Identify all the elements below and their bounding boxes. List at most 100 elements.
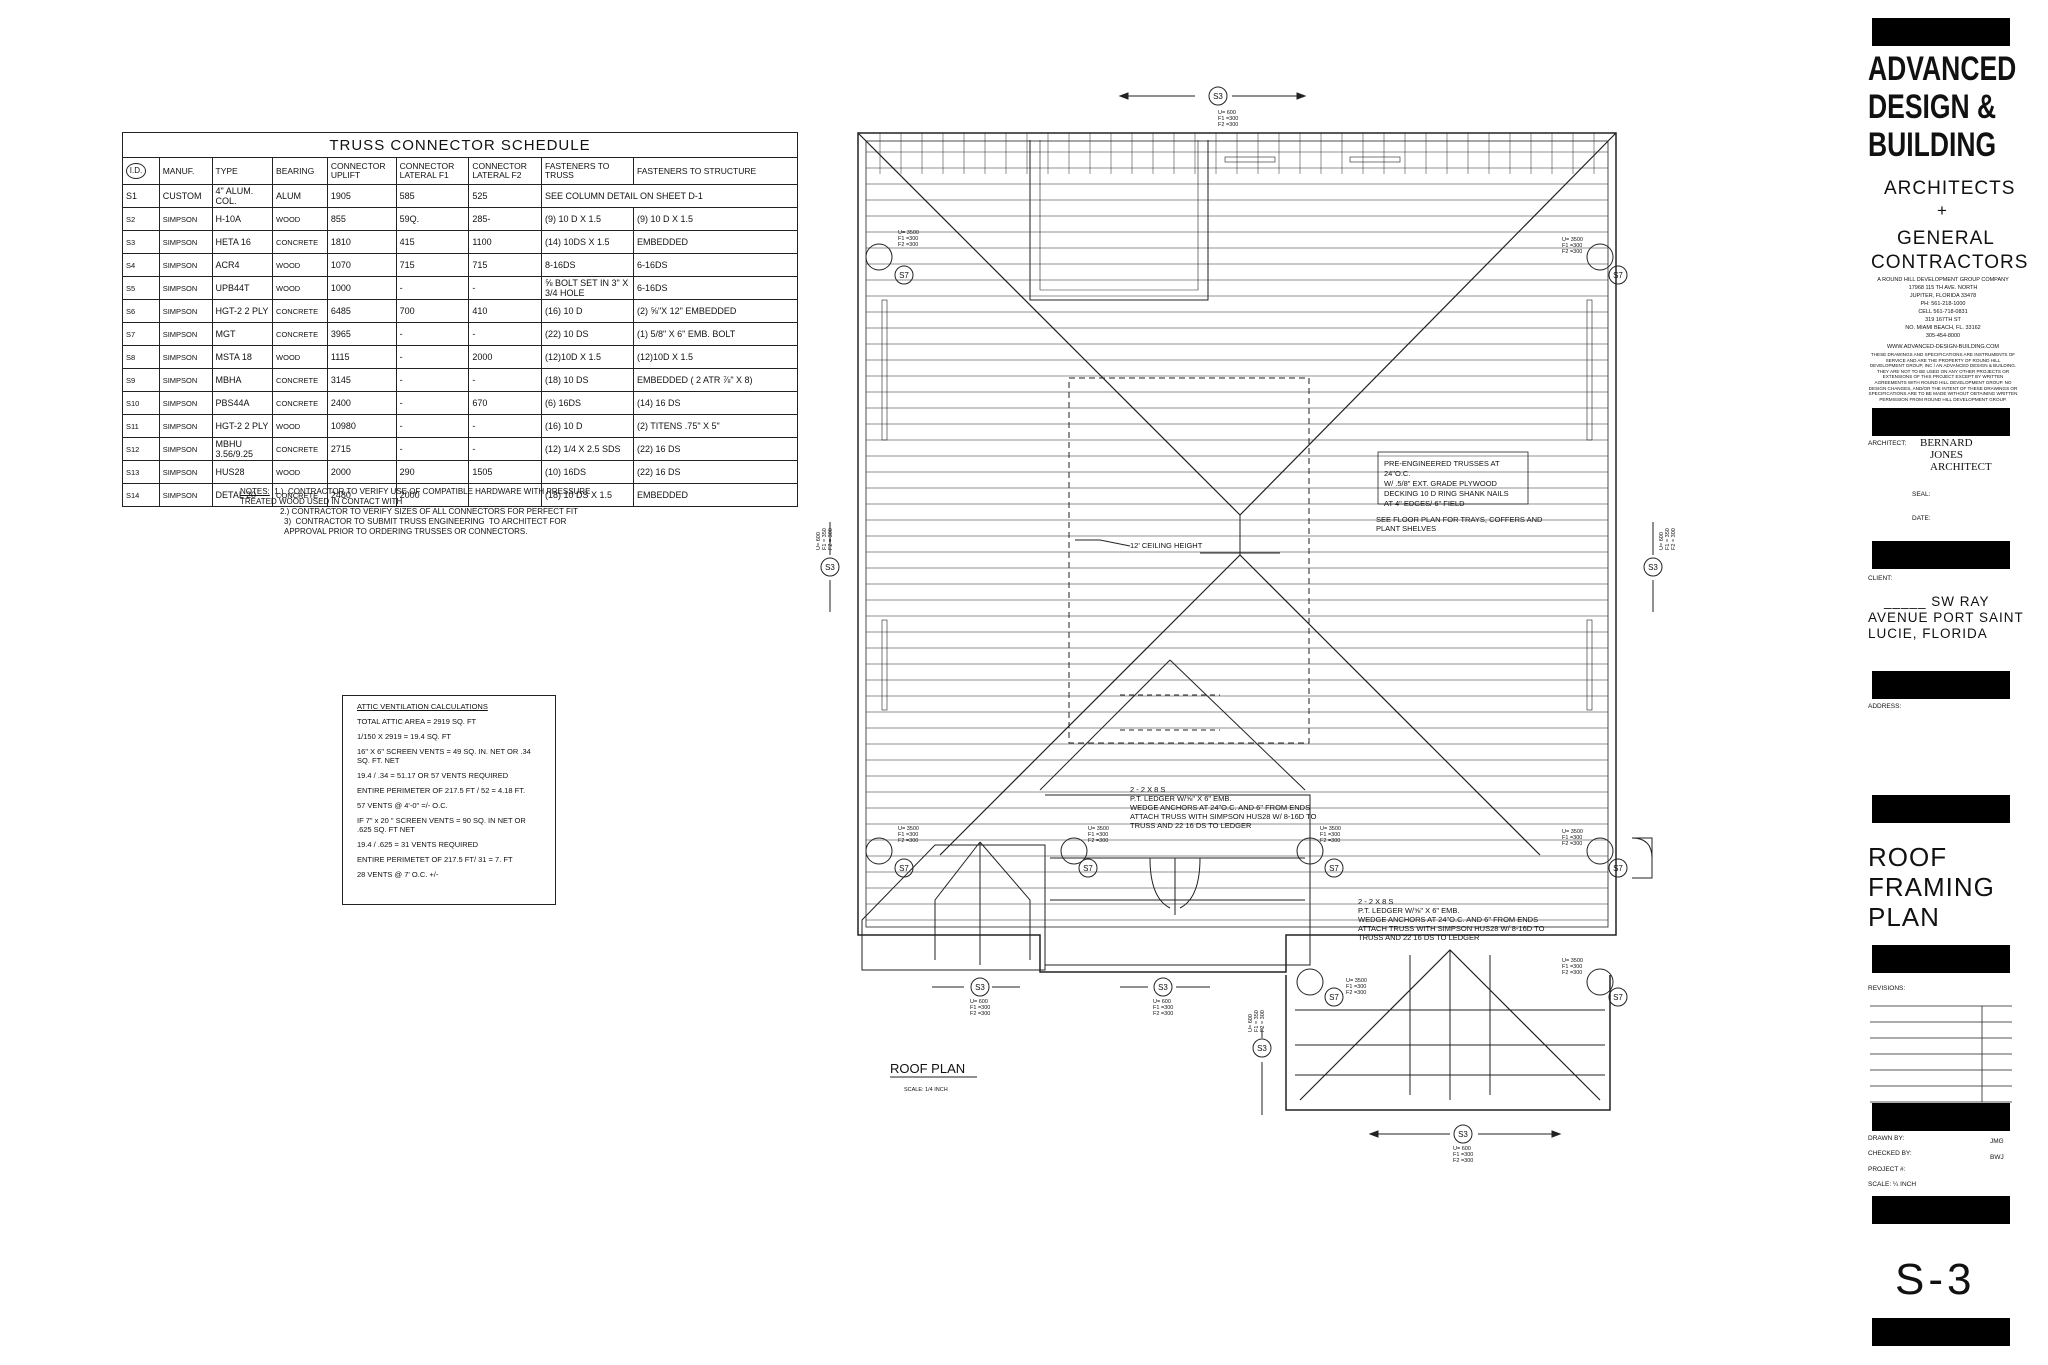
schedule-cell: S3 xyxy=(122,230,160,254)
schedule-cell: - xyxy=(395,345,470,369)
load-f2: F2 =300 xyxy=(1153,1011,1173,1017)
ledger-note-1: ATTACH TRUSS WITH SIMPSON HUS28 W/ 8-16D… xyxy=(1130,812,1317,821)
schedule-col-header: CONNECTOR LATERAL F2 xyxy=(468,157,542,185)
schedule-cell: CONCRETE xyxy=(272,299,328,323)
load-u: U= 3500 xyxy=(1562,958,1583,964)
schedule-cell: 3145 xyxy=(326,368,397,392)
sheet-title-line: FRAMING xyxy=(1868,872,1995,902)
ledger-note-2: ATTACH TRUSS WITH SIMPSON HUS28 W/ 8-16D… xyxy=(1358,924,1545,933)
ledger-note-1: TRUSS AND 22 16 DS TO LEDGER xyxy=(1130,821,1252,830)
load-u: U= 600 xyxy=(970,999,988,1005)
schedule-cell: WOOD xyxy=(272,414,328,438)
truss-note-l2: 24"O.C. xyxy=(1384,469,1410,478)
load-u: U= 600 xyxy=(816,532,822,550)
load-f2: F2 =300 xyxy=(898,838,918,844)
tag-s7: S7 xyxy=(1329,993,1339,1002)
note-1: 1.) CONTRACTOR TO VERIFY USE OF COMPATIB… xyxy=(274,487,591,496)
redaction-bar xyxy=(1872,1103,2010,1131)
client-line: _____ SW RAY xyxy=(1884,594,1990,609)
truss-note-l1: PRE-ENGINEERED TRUSSES AT xyxy=(1384,459,1500,468)
hip-line xyxy=(1239,554,1541,856)
redaction-bar xyxy=(1872,671,2010,699)
tag-s3: S3 xyxy=(975,983,985,992)
tag-s3: S3 xyxy=(1648,563,1658,572)
tag-s7: S7 xyxy=(1613,271,1623,280)
schedule-cell xyxy=(468,483,542,507)
tag-s3: S3 xyxy=(1257,1044,1267,1053)
schedule-cell: WOOD xyxy=(272,253,328,277)
load-f2: F2 =300 xyxy=(970,1011,990,1017)
load-u: U= 3500 xyxy=(1346,978,1367,984)
load-u: U= 3500 xyxy=(1088,826,1109,832)
schedule-title: TRUSS CONNECTOR SCHEDULE xyxy=(122,132,798,158)
schedule-cell: - xyxy=(468,368,542,392)
schedule-cell: 4" ALUM. COL. xyxy=(211,184,274,208)
firm-subtitle: + xyxy=(1937,201,1948,220)
schedule-cell: WOOD xyxy=(272,345,328,369)
architect-label: ARCHITECT: xyxy=(1868,440,1907,447)
attic-line: ENTIRE PERIMETER OF 217.5 FT / 52 = 4.18… xyxy=(357,786,526,795)
schedule-cell: 585 xyxy=(395,184,470,208)
schedule-col-header: CONNECTOR LATERAL F1 xyxy=(395,157,470,185)
schedule-cell: 6-16DS xyxy=(632,253,799,277)
schedule-cell: 1070 xyxy=(326,253,397,277)
address-line: 17968 115 TH AVE. NORTH xyxy=(1908,285,1978,291)
attic-line: IF 7" x 20 " SCREEN VENTS = 90 SQ. IN NE… xyxy=(357,816,526,834)
drawn-by-label: DRAWN BY: xyxy=(1868,1135,1905,1142)
load-u: U= 3500 xyxy=(1562,829,1583,835)
ledger-note-2: WEDGE ANCHORS AT 24"O.C. AND 6" FROM END… xyxy=(1358,915,1538,924)
architect-name: BERNARD JONES ARCHITECT xyxy=(1920,437,1992,473)
ledger-note-1: P.T. LEDGER W/⅝" X 6" EMB. xyxy=(1130,794,1231,803)
revisions-table xyxy=(1870,1005,2012,1103)
load-f1: F1 =300 xyxy=(1346,984,1366,990)
load-f1: F1 = 350 xyxy=(1665,528,1671,550)
attic-line: 28 VENTS @ 7' O.C. +/- xyxy=(357,870,439,879)
schedule-cell: CONCRETE xyxy=(272,483,328,507)
load-f1: F1 =300 xyxy=(970,1005,990,1011)
schedule-cell: 10980 xyxy=(326,414,397,438)
architect-line: BERNARD xyxy=(1920,437,1973,449)
tag-s7: S7 xyxy=(1613,993,1623,1002)
schedule-cell: MBHU 3.56/9.25 xyxy=(211,437,274,461)
schedule-col-header: CONNECTOR UPLIFT xyxy=(326,157,397,185)
schedule-cell: (1) 5/8" X 6" EMB. BOLT xyxy=(632,322,799,346)
load-f2: F2 =300 xyxy=(1346,990,1366,996)
hip-line xyxy=(939,554,1241,856)
note-3: 3) CONTRACTOR TO SUBMIT TRUSS ENGINEERIN… xyxy=(284,517,567,526)
id-header-circle: I.D. xyxy=(126,163,146,179)
load-f1: F1 =300 xyxy=(1562,835,1582,841)
floor-note-l1: SEE FLOOR PLAN FOR TRAYS, COFFERS AND xyxy=(1376,515,1543,524)
tag-s3: S3 xyxy=(1458,1130,1468,1139)
truss-note-l3: W/ .5/8" EXT. GRADE PLYWOOD xyxy=(1384,479,1498,488)
address-line: 319 167TH ST xyxy=(1925,317,1961,323)
load-f2: F2 =300 xyxy=(1562,249,1582,255)
tag-labels: S7 S7 S7 S7 S7 S7 S7 S7 S3 S3 S3 S3 S3 S… xyxy=(825,92,1658,1139)
schedule-cell: 715 xyxy=(468,253,542,277)
schedule-cell: - xyxy=(395,276,470,300)
truss-note-l5: AT 4" EDGES/ 6" FIELD xyxy=(1384,499,1465,508)
ceiling-leader xyxy=(1075,539,1131,547)
schedule-col-header: FASTENERS TO TRUSS xyxy=(540,157,634,185)
attic-heading: ATTIC VENTILATION CALCULATIONS xyxy=(357,702,488,711)
schedule-cell: (18) 10 DS X 1.5 xyxy=(540,483,634,507)
firm-subtitle: ARCHITECTS xyxy=(1884,178,2016,199)
schedule-col-header: I.D. xyxy=(122,157,160,185)
load-f1: F1 = 350 xyxy=(1254,1010,1260,1032)
client-line: LUCIE, FLORIDA xyxy=(1868,626,1988,641)
schedule-cell: - xyxy=(468,414,542,438)
sheet-number: S-3 xyxy=(1895,1255,1976,1304)
schedule-cell: 855 xyxy=(326,207,397,231)
schedule-cell: S8 xyxy=(122,345,160,369)
redaction-bar xyxy=(1872,945,2010,973)
schedule-cell: 715 xyxy=(395,253,470,277)
ledger-note-2: TRUSS AND 22 16 DS TO LEDGER xyxy=(1358,933,1480,942)
load-f1: F1 =300 xyxy=(1320,832,1340,838)
firm-subtitle: CONTRACTORS xyxy=(1871,252,2029,273)
ledger-note-1: 2 - 2 X 8 S xyxy=(1130,785,1165,794)
tag-s7: S7 xyxy=(1083,864,1093,873)
